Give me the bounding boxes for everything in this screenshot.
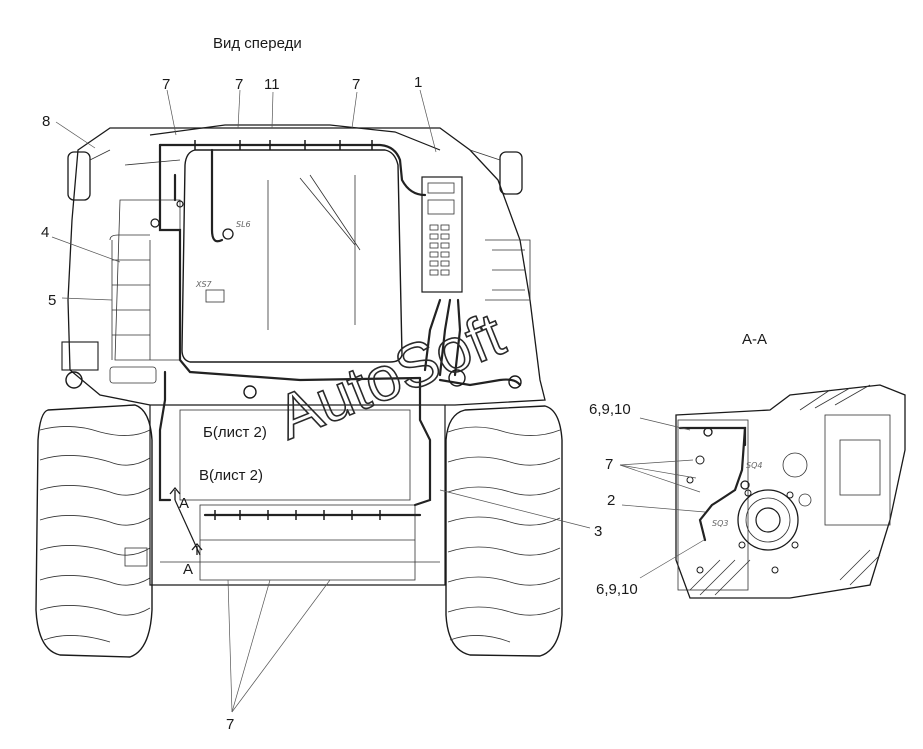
callout-1: 1 [414,74,422,91]
section-marker-a-bottom: A [183,561,193,578]
left-mirror [67,149,111,201]
tag-sq3: SQ3 [712,519,728,528]
callout-7-top-mid: 7 [235,76,243,93]
leader-lines [51,89,591,713]
tag-sq4: SQ4 [746,461,762,470]
callout-6-9-10-top: 6,9,10 [589,401,631,418]
ref-b-sheet2: Б(лист 2) [203,424,267,441]
watermark: AutoSoft [267,300,513,453]
callout-2: 2 [607,492,615,509]
callout-11: 11 [264,76,280,93]
left-ladder [109,234,151,360]
callout-7-top-right: 7 [352,76,360,93]
callout-7-section: 7 [605,456,613,473]
wiring-harness [150,140,522,520]
section-marker-a-top: A [179,495,189,512]
callout-5: 5 [48,292,56,309]
tag-sl6: SL6 [236,220,251,229]
right-ladder [485,239,531,301]
control-panel [421,176,463,293]
right-mirror [469,149,523,195]
left-tire [35,404,153,658]
ref-v-sheet2: В(лист 2) [199,467,263,484]
callout-7-bottom: 7 [226,716,234,733]
callout-3: 3 [594,523,602,540]
labels: Вид спереди A-A 8 7 7 11 7 1 4 5 3 7 Б(л… [41,35,767,733]
title-section-aa: A-A [742,331,767,348]
right-tire [445,405,563,657]
section-aa-view [619,384,906,599]
title-front-view: Вид спереди [213,35,302,52]
tag-xs7: XS7 [195,280,213,289]
callout-7-top-left: 7 [162,76,170,93]
callout-4: 4 [41,224,49,241]
combine-front-view [35,89,591,713]
callout-6-9-10-bottom: 6,9,10 [596,581,638,598]
cab-window [181,149,403,363]
callout-8: 8 [42,113,50,130]
